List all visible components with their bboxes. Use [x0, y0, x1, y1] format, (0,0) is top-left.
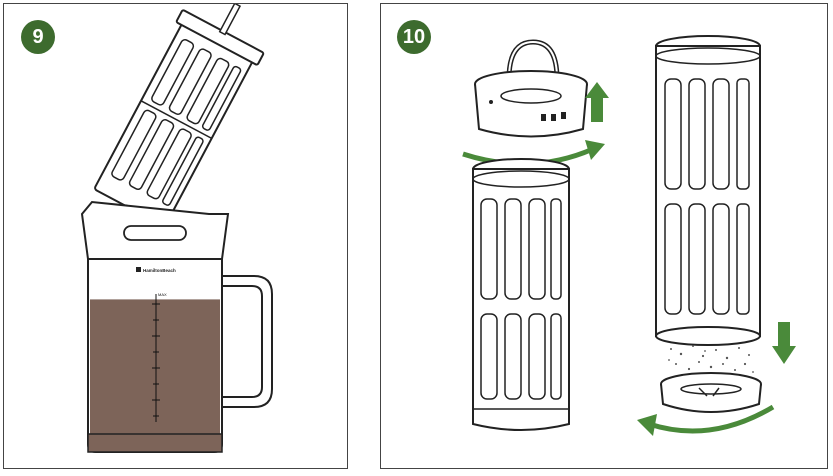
step-10-panel: 10 — [380, 3, 828, 469]
step-9-panel: 9 Hamilto — [3, 3, 348, 469]
pitcher-brand: HamiltonBeach — [143, 268, 176, 273]
scale-max-label: MAX — [158, 292, 167, 297]
filter-cap — [474, 39, 588, 138]
lid-slot — [123, 225, 187, 241]
arrow-down-icon — [772, 322, 796, 364]
filter-basket-right — [655, 35, 761, 346]
step-number-badge: 9 — [21, 20, 55, 54]
pitcher-base — [87, 433, 223, 453]
arrow-up-icon — [585, 82, 609, 122]
pitcher-handle — [218, 275, 273, 408]
step-10-illustration — [462, 35, 796, 436]
rotate-counterclockwise-icon — [637, 404, 775, 436]
brand-logo-mark — [136, 267, 141, 272]
filter-base-cap — [660, 372, 762, 413]
step-9-illustration: HamiltonBeach MAX — [80, 4, 273, 453]
filter-basket-left — [472, 158, 570, 431]
measurement-scale — [152, 294, 160, 422]
step-number-badge: 10 — [397, 20, 431, 54]
pitcher-liquid — [90, 299, 220, 450]
tilted-filter-basket — [94, 4, 265, 227]
